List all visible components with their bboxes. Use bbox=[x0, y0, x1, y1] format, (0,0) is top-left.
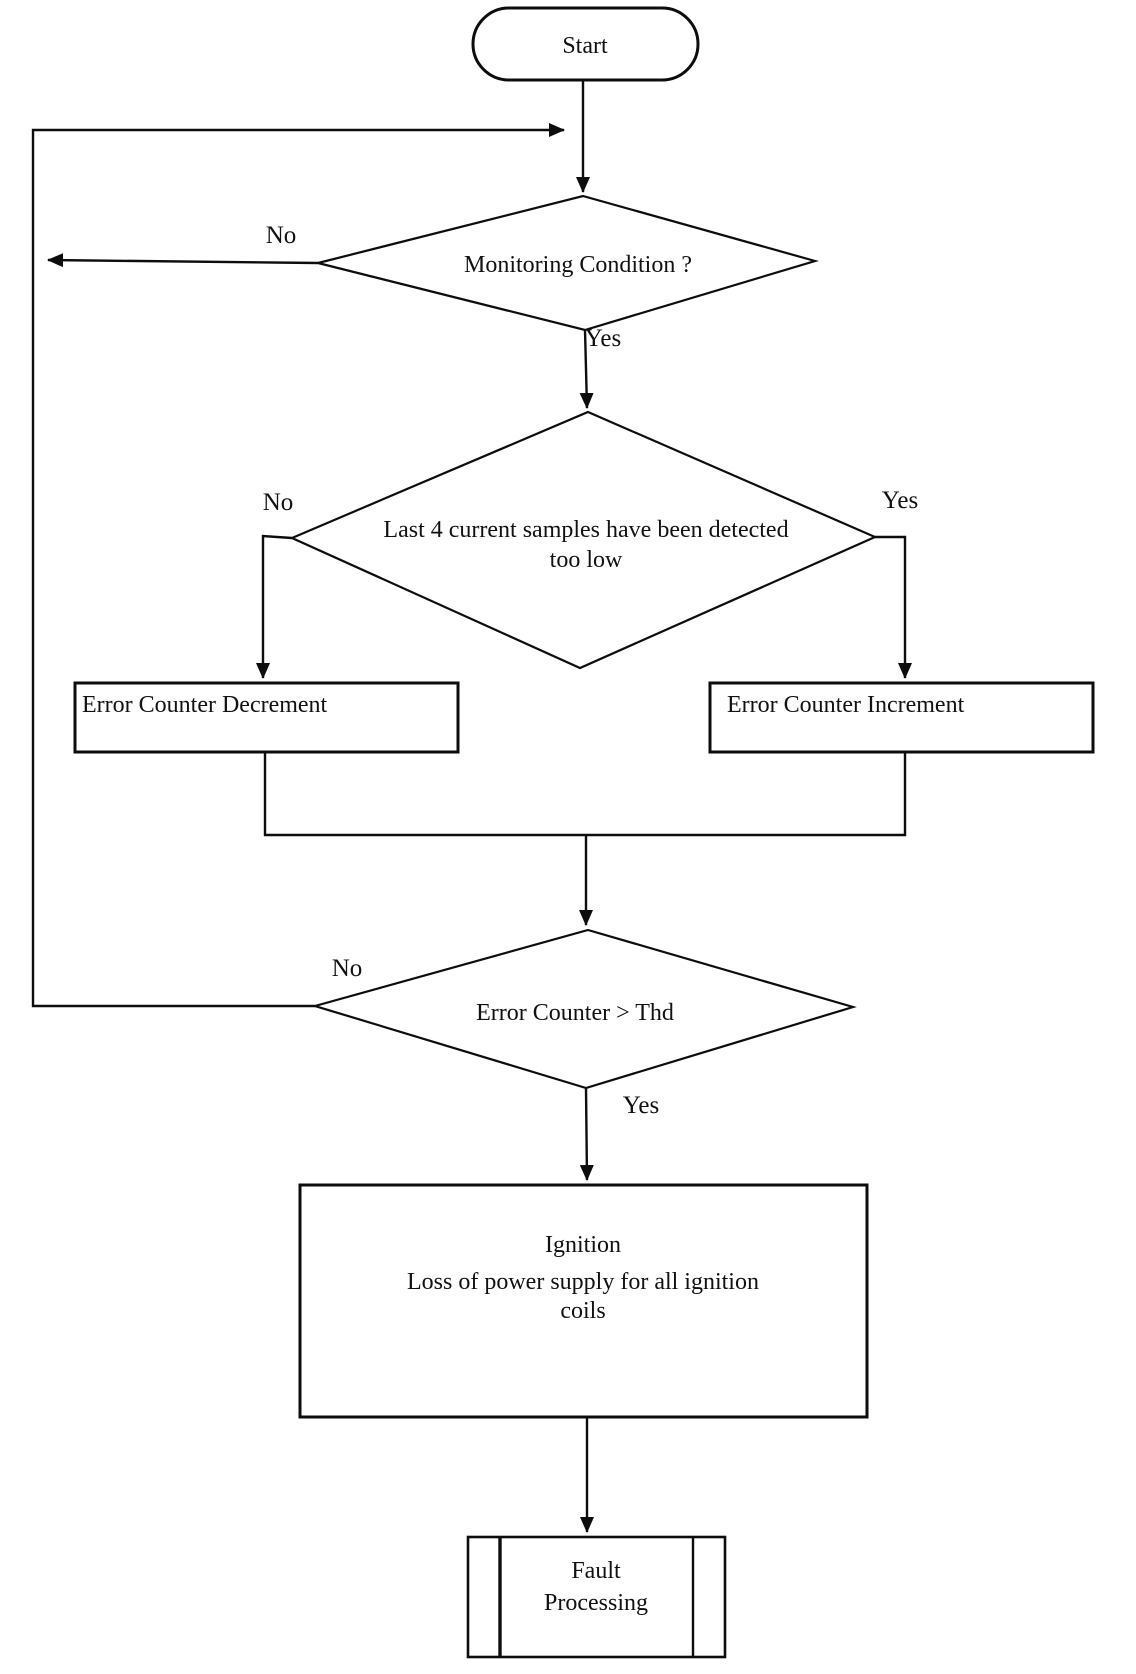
ignition-label-line1: Ignition bbox=[545, 1232, 621, 1258]
fault-processing-label-line2: Processing bbox=[544, 1590, 648, 1616]
decision-monitoring-label: Monitoring Condition ? bbox=[464, 252, 692, 278]
start-node bbox=[471, 6, 700, 82]
edge-samples-yes bbox=[875, 535, 912, 679]
error-counter-decrement-node bbox=[73, 681, 460, 754]
ignition-node bbox=[298, 1183, 869, 1419]
error-counter-increment-node bbox=[708, 681, 1095, 754]
edge-monitoring-no bbox=[47, 253, 319, 268]
error-counter-yes-label: Yes bbox=[623, 1092, 659, 1119]
fault-processing-label-line1: Fault bbox=[571, 1558, 621, 1584]
edge-monitoring-yes bbox=[579, 329, 594, 409]
samples-no-label: No bbox=[263, 489, 294, 516]
decision-error-counter-label: Error Counter > Thd bbox=[476, 1000, 674, 1026]
samples-yes-label: Yes bbox=[882, 487, 918, 514]
decision-samples-node bbox=[289, 410, 878, 670]
error-counter-decrement-label: Error Counter Decrement bbox=[82, 692, 328, 718]
error-counter-increment-label: Error Counter Increment bbox=[727, 692, 965, 718]
ignition-label-line2: Loss of power supply for all ignition bbox=[407, 1269, 759, 1295]
edge-samples-no bbox=[256, 534, 293, 679]
start-label: Start bbox=[562, 33, 608, 59]
error-counter-no-label: No bbox=[332, 955, 363, 982]
edge-loopback-left bbox=[31, 123, 565, 1008]
decision-samples-label-line1: Last 4 current samples have been detecte… bbox=[383, 517, 788, 543]
edge-merge-bar bbox=[263, 752, 907, 837]
monitoring-no-label: No bbox=[266, 222, 297, 249]
decision-monitoring-node bbox=[317, 194, 819, 332]
monitoring-yes-label: Yes bbox=[585, 325, 621, 352]
decision-samples-label-line2: too low bbox=[550, 547, 623, 573]
decision-error-counter-node bbox=[311, 928, 857, 1090]
ignition-label-line3: coils bbox=[560, 1298, 605, 1324]
fault-processing-node bbox=[466, 1535, 727, 1659]
edge-error-counter-yes bbox=[579, 1087, 594, 1181]
